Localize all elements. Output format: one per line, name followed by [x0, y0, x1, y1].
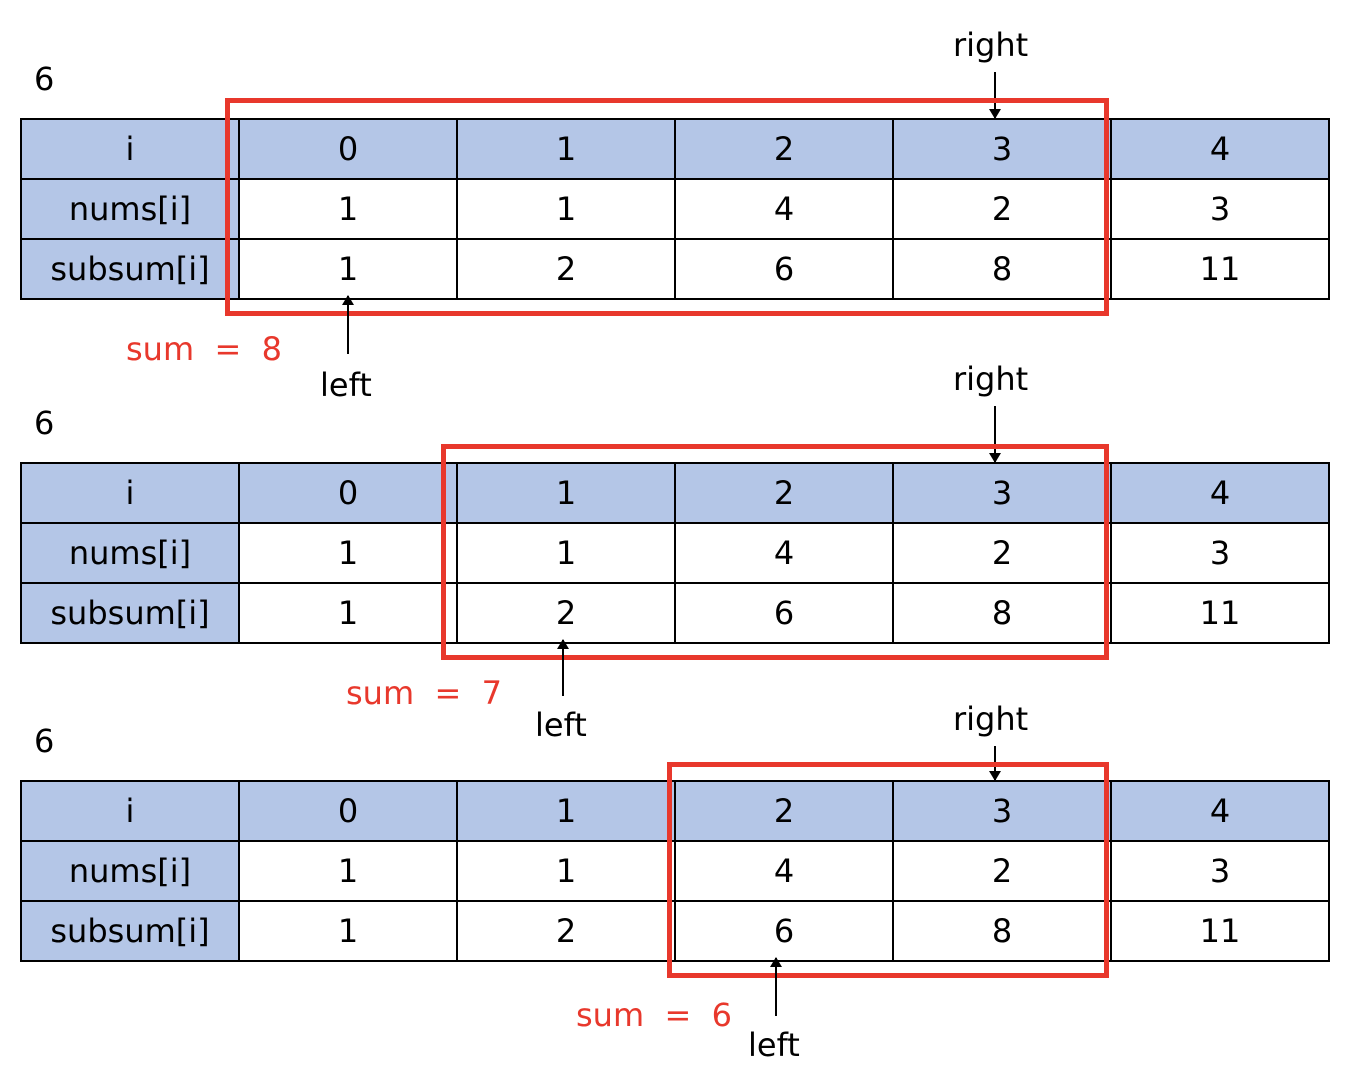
row-header: i — [20, 462, 240, 524]
nums-cell: 3 — [1110, 522, 1330, 584]
index-row: i 0 1 2 3 4 — [20, 462, 1330, 524]
index-cell: 4 — [1110, 118, 1330, 180]
subsum-cell: 6 — [674, 582, 894, 644]
index-cell: 0 — [238, 780, 458, 842]
row-header: i — [20, 780, 240, 842]
nums-cell: 2 — [892, 178, 1112, 240]
row-header: subsum[i] — [20, 238, 240, 300]
nums-cell: 1 — [238, 840, 458, 902]
subsum-cell: 6 — [674, 238, 894, 300]
index-row: i 0 1 2 3 4 — [20, 118, 1330, 180]
nums-row: nums[i] 1 1 4 2 3 — [20, 840, 1330, 902]
nums-cell: 2 — [892, 522, 1112, 584]
row-header: i — [20, 118, 240, 180]
nums-cell: 1 — [456, 522, 676, 584]
right-pointer-arrow — [989, 72, 1001, 119]
index-cell: 2 — [674, 118, 894, 180]
nums-cell: 3 — [1110, 178, 1330, 240]
array-table: i 0 1 2 3 4 nums[i] 1 1 4 2 3 subsum[i] … — [20, 780, 1330, 962]
left-pointer-label: left — [535, 706, 587, 744]
subsum-cell: 8 — [892, 900, 1112, 962]
right-pointer-arrow — [989, 406, 1001, 463]
right-pointer-label: right — [953, 700, 1029, 738]
sliding-window — [441, 444, 1109, 660]
array-table: i 0 1 2 3 4 nums[i] 1 1 4 2 3 subsum[i] … — [20, 462, 1330, 644]
nums-cell: 1 — [456, 840, 676, 902]
array-table: i 0 1 2 3 4 nums[i] 1 1 4 2 3 subsum[i] … — [20, 118, 1330, 300]
row-header: nums[i] — [20, 178, 240, 240]
index-cell: 4 — [1110, 462, 1330, 524]
index-cell: 1 — [456, 780, 676, 842]
subsum-cell: 1 — [238, 900, 458, 962]
subsum-cell: 11 — [1110, 238, 1330, 300]
sliding-window — [667, 762, 1109, 978]
index-row: i 0 1 2 3 4 — [20, 780, 1330, 842]
nums-cell: 1 — [238, 178, 458, 240]
panel-1: 6 right i 0 1 2 3 4 nums[i] 1 1 4 2 3 su… — [0, 0, 1356, 404]
subsum-cell: 2 — [456, 238, 676, 300]
index-cell: 1 — [456, 462, 676, 524]
subsum-cell: 11 — [1110, 900, 1330, 962]
nums-cell: 4 — [674, 522, 894, 584]
index-cell: 2 — [674, 780, 894, 842]
index-cell: 1 — [456, 118, 676, 180]
nums-cell: 4 — [674, 840, 894, 902]
nums-cell: 3 — [1110, 840, 1330, 902]
row-header: subsum[i] — [20, 582, 240, 644]
window-sum: sum = 8 — [126, 330, 282, 368]
row-header: nums[i] — [20, 840, 240, 902]
index-cell: 0 — [238, 462, 458, 524]
left-pointer-arrow — [770, 957, 782, 1016]
nums-cell: 1 — [238, 522, 458, 584]
index-cell: 2 — [674, 462, 894, 524]
subsum-row: subsum[i] 1 2 6 8 11 — [20, 900, 1330, 962]
subsum-cell: 2 — [456, 582, 676, 644]
index-cell: 3 — [892, 462, 1112, 524]
nums-cell: 4 — [674, 178, 894, 240]
index-cell: 3 — [892, 780, 1112, 842]
subsum-cell: 1 — [238, 582, 458, 644]
index-cell: 4 — [1110, 780, 1330, 842]
subsum-cell: 6 — [674, 900, 894, 962]
left-pointer-arrow — [342, 295, 354, 354]
sliding-window — [225, 98, 1109, 316]
subsum-cell: 11 — [1110, 582, 1330, 644]
right-pointer-label: right — [953, 26, 1029, 64]
nums-row: nums[i] 1 1 4 2 3 — [20, 178, 1330, 240]
subsum-row: subsum[i] 1 2 6 8 11 — [20, 238, 1330, 300]
right-pointer-label: right — [953, 360, 1029, 398]
index-cell: 0 — [238, 118, 458, 180]
subsum-cell: 2 — [456, 900, 676, 962]
panel-2: 6 right i 0 1 2 3 4 nums[i] 1 1 4 2 3 su… — [20, 360, 1330, 744]
target-value: 6 — [34, 404, 55, 442]
left-pointer-label: left — [748, 1026, 800, 1064]
target-value: 6 — [34, 722, 55, 760]
left-pointer-label: left — [320, 366, 372, 404]
nums-row: nums[i] 1 1 4 2 3 — [20, 522, 1330, 584]
subsum-cell: 8 — [892, 238, 1112, 300]
window-sum: sum = 6 — [576, 996, 732, 1034]
nums-cell: 1 — [456, 178, 676, 240]
subsum-row: subsum[i] 1 2 6 8 11 — [20, 582, 1330, 644]
row-header: nums[i] — [20, 522, 240, 584]
index-cell: 3 — [892, 118, 1112, 180]
row-header: subsum[i] — [20, 900, 240, 962]
target-value: 6 — [34, 60, 55, 98]
subsum-cell: 8 — [892, 582, 1112, 644]
left-pointer-arrow — [557, 639, 569, 696]
nums-cell: 2 — [892, 840, 1112, 902]
window-sum: sum = 7 — [346, 674, 502, 712]
